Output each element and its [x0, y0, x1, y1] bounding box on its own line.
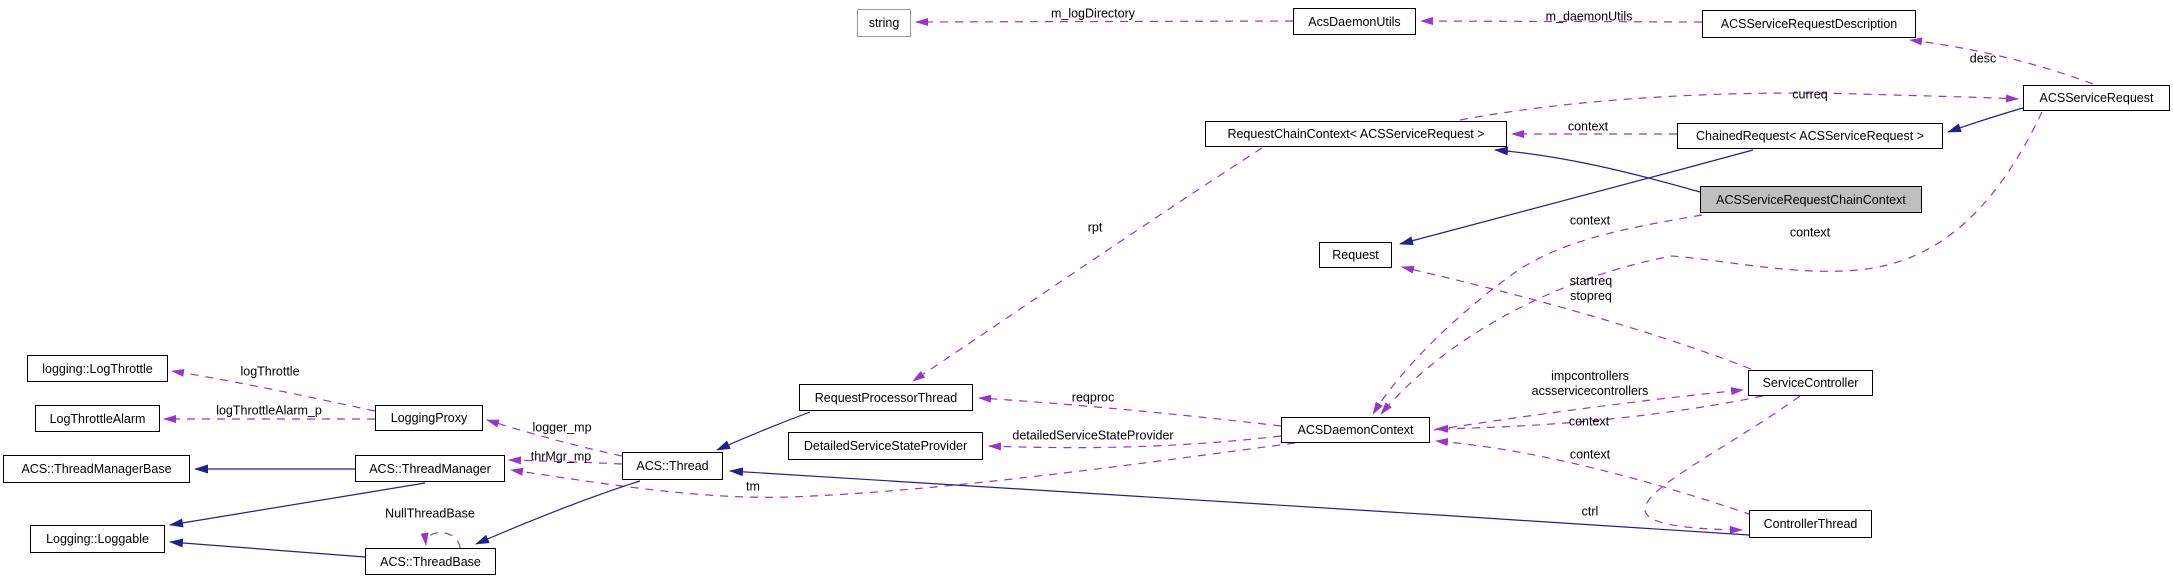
class-node-detailedservicestateprovider[interactable]: DetailedServiceStateProvider — [788, 432, 983, 460]
class-node-label: RequestProcessorThread — [814, 390, 958, 405]
edge-inherit-controllerthread-thread — [729, 467, 1750, 536]
edge-usage-nullthreadbase-selfloop — [420, 532, 461, 549]
class-node-label: ServiceController — [1762, 376, 1859, 390]
edge-label-logThrottle: logThrottle — [240, 364, 300, 379]
class-node-requestchaincontext[interactable]: RequestChainContext< ACSServiceRequest > — [1205, 121, 1507, 147]
class-node-label: ACS::ThreadManager — [369, 461, 491, 476]
class-node-label: ACSDaemonContext — [1297, 423, 1414, 437]
edge-usage-desc — [1909, 37, 2094, 85]
class-node-chainedrequest[interactable]: ChainedRequest< ACSServiceRequest > — [1677, 123, 1943, 149]
edge-inherit-threadbase-loggable — [169, 538, 366, 558]
edge-label-context-servicecontroller: context — [1568, 414, 1610, 429]
edge-label-desc: desc — [1969, 51, 1997, 66]
class-node-servicecontroller[interactable]: ServiceController — [1748, 370, 1873, 396]
edge-usage-logger_mp — [486, 419, 623, 457]
class-node-threadmanager[interactable]: ACS::ThreadManager — [355, 455, 505, 482]
edge-label-impcontrollers: impcontrollers acsservicecontrollers — [1531, 369, 1649, 398]
edge-usage-logThrottle — [171, 368, 376, 412]
edge-inherit-acsservicerequest-chainedrequest — [1947, 107, 2024, 133]
class-node-controllerthread[interactable]: ControllerThread — [1749, 510, 1872, 538]
edge-label-context-chainedrequest: context — [1567, 119, 1609, 134]
edge-label-startreq-stopreq: startreq stopreq — [1569, 274, 1613, 303]
edge-usage-rpt — [912, 147, 1263, 382]
edge-usage-context-acsservicerequest — [1380, 111, 2043, 415]
class-node-label: ACSServiceRequest — [2039, 91, 2154, 105]
class-node-acsservicerequestdescription[interactable]: ACSServiceRequestDescription — [1702, 10, 1916, 38]
edge-usage-tm — [510, 442, 1296, 498]
edge-label-m_logDirectory: m_logDirectory — [1050, 6, 1136, 21]
class-node-label: ACSServiceRequestChainContext — [1716, 192, 1906, 207]
edge-usage-reqproc — [978, 394, 1282, 427]
edge-label-rpt: rpt — [1087, 220, 1103, 235]
class-node-label: LogThrottleAlarm — [49, 411, 146, 426]
class-node-label: ACS::ThreadManagerBase — [21, 462, 172, 476]
edge-usage-curreq — [1459, 92, 2019, 121]
edge-label-context-acsservicerequest: context — [1789, 225, 1831, 240]
edge-inherit-thread-threadbase — [475, 480, 641, 545]
edge-usage-detailedservicestateprovider — [988, 435, 1282, 451]
class-node-request[interactable]: Request — [1319, 242, 1392, 268]
class-node-label: ACS::Thread — [636, 459, 709, 473]
class-node-acsdaemonutils[interactable]: AcsDaemonUtils — [1293, 8, 1416, 35]
class-node-loggingproxy[interactable]: LoggingProxy — [375, 405, 483, 431]
edge-label-context-controllerthread: context — [1569, 447, 1611, 462]
edge-inherit-requestprocessorthread-thread — [716, 411, 811, 451]
class-node-acsservicerequestchaincontext: ACSServiceRequestChainContext — [1700, 186, 1922, 213]
edge-usage-m_logDirectory — [915, 17, 1294, 26]
class-node-acsdaemoncontext[interactable]: ACSDaemonContext — [1281, 417, 1430, 443]
edge-label-NullThreadBase: NullThreadBase — [385, 506, 475, 521]
edge-label-context-chaincontext: context — [1569, 213, 1611, 228]
class-node-acsservicerequest[interactable]: ACSServiceRequest — [2023, 85, 2170, 111]
edge-label-thrMgr_mp: thrMgr_mp — [530, 449, 592, 464]
class-node-label: AcsDaemonUtils — [1308, 14, 1401, 29]
edge-label-logThrottleAlarm_p: logThrottleAlarm_p — [216, 403, 322, 418]
class-node-threadmanagerbase[interactable]: ACS::ThreadManagerBase — [3, 455, 190, 483]
edge-label-detailedServiceStateProvider: detailedServiceStateProvider — [1012, 428, 1174, 443]
edge-usage-m_daemonUtils — [1420, 17, 1703, 26]
edge-inherit-chaincontext-requestchaincontext — [1494, 146, 1701, 193]
edge-label-ctrl: ctrl — [1581, 504, 1599, 519]
class-node-string[interactable]: string — [857, 9, 911, 37]
edge-label-reqproc: reqproc — [1071, 390, 1115, 405]
edge-usage-startreq-stopreq — [1401, 265, 1752, 370]
class-node-label: DetailedServiceStateProvider — [803, 439, 968, 453]
edge-usage-context-servicecontroller — [1435, 395, 1764, 433]
edge-usage-context-controllerthread — [1435, 438, 1753, 516]
class-node-label: logging::LogThrottle — [42, 361, 153, 376]
class-node-requestprocessorthread[interactable]: RequestProcessorThread — [799, 384, 973, 411]
class-node-label: ControllerThread — [1763, 517, 1858, 531]
edge-label-logger_mp: logger_mp — [532, 420, 592, 435]
class-node-threadbase[interactable]: ACS::ThreadBase — [365, 548, 496, 575]
class-node-label: LoggingProxy — [390, 411, 468, 425]
edge-inherit-chainedrequest-request — [1399, 149, 1754, 246]
class-node-label: ChainedRequest< ACSServiceRequest > — [1696, 129, 1924, 143]
class-node-label: ACS::ThreadBase — [380, 554, 481, 569]
class-node-label: string — [868, 16, 900, 30]
class-node-logthrottlealarm[interactable]: LogThrottleAlarm — [35, 405, 160, 432]
edge-label-curreq: curreq — [1792, 87, 1828, 102]
class-node-logging-logthrottle[interactable]: logging::LogThrottle — [27, 355, 168, 382]
edge-inherit-threadmanager-loggable — [169, 482, 426, 528]
class-node-label: RequestChainContext< ACSServiceRequest > — [1227, 127, 1485, 141]
class-node-label: Logging::Loggable — [46, 532, 149, 546]
edge-label-tm: tm — [746, 479, 760, 494]
class-node-loggable[interactable]: Logging::Loggable — [30, 525, 165, 553]
class-node-label: ACSServiceRequestDescription — [1720, 17, 1898, 31]
class-node-label: Request — [1332, 248, 1379, 262]
edge-usage-impcontrollers — [1433, 387, 1744, 431]
class-node-thread[interactable]: ACS::Thread — [622, 452, 723, 480]
edge-label-m_daemonUtils: m_daemonUtils — [1545, 9, 1633, 24]
